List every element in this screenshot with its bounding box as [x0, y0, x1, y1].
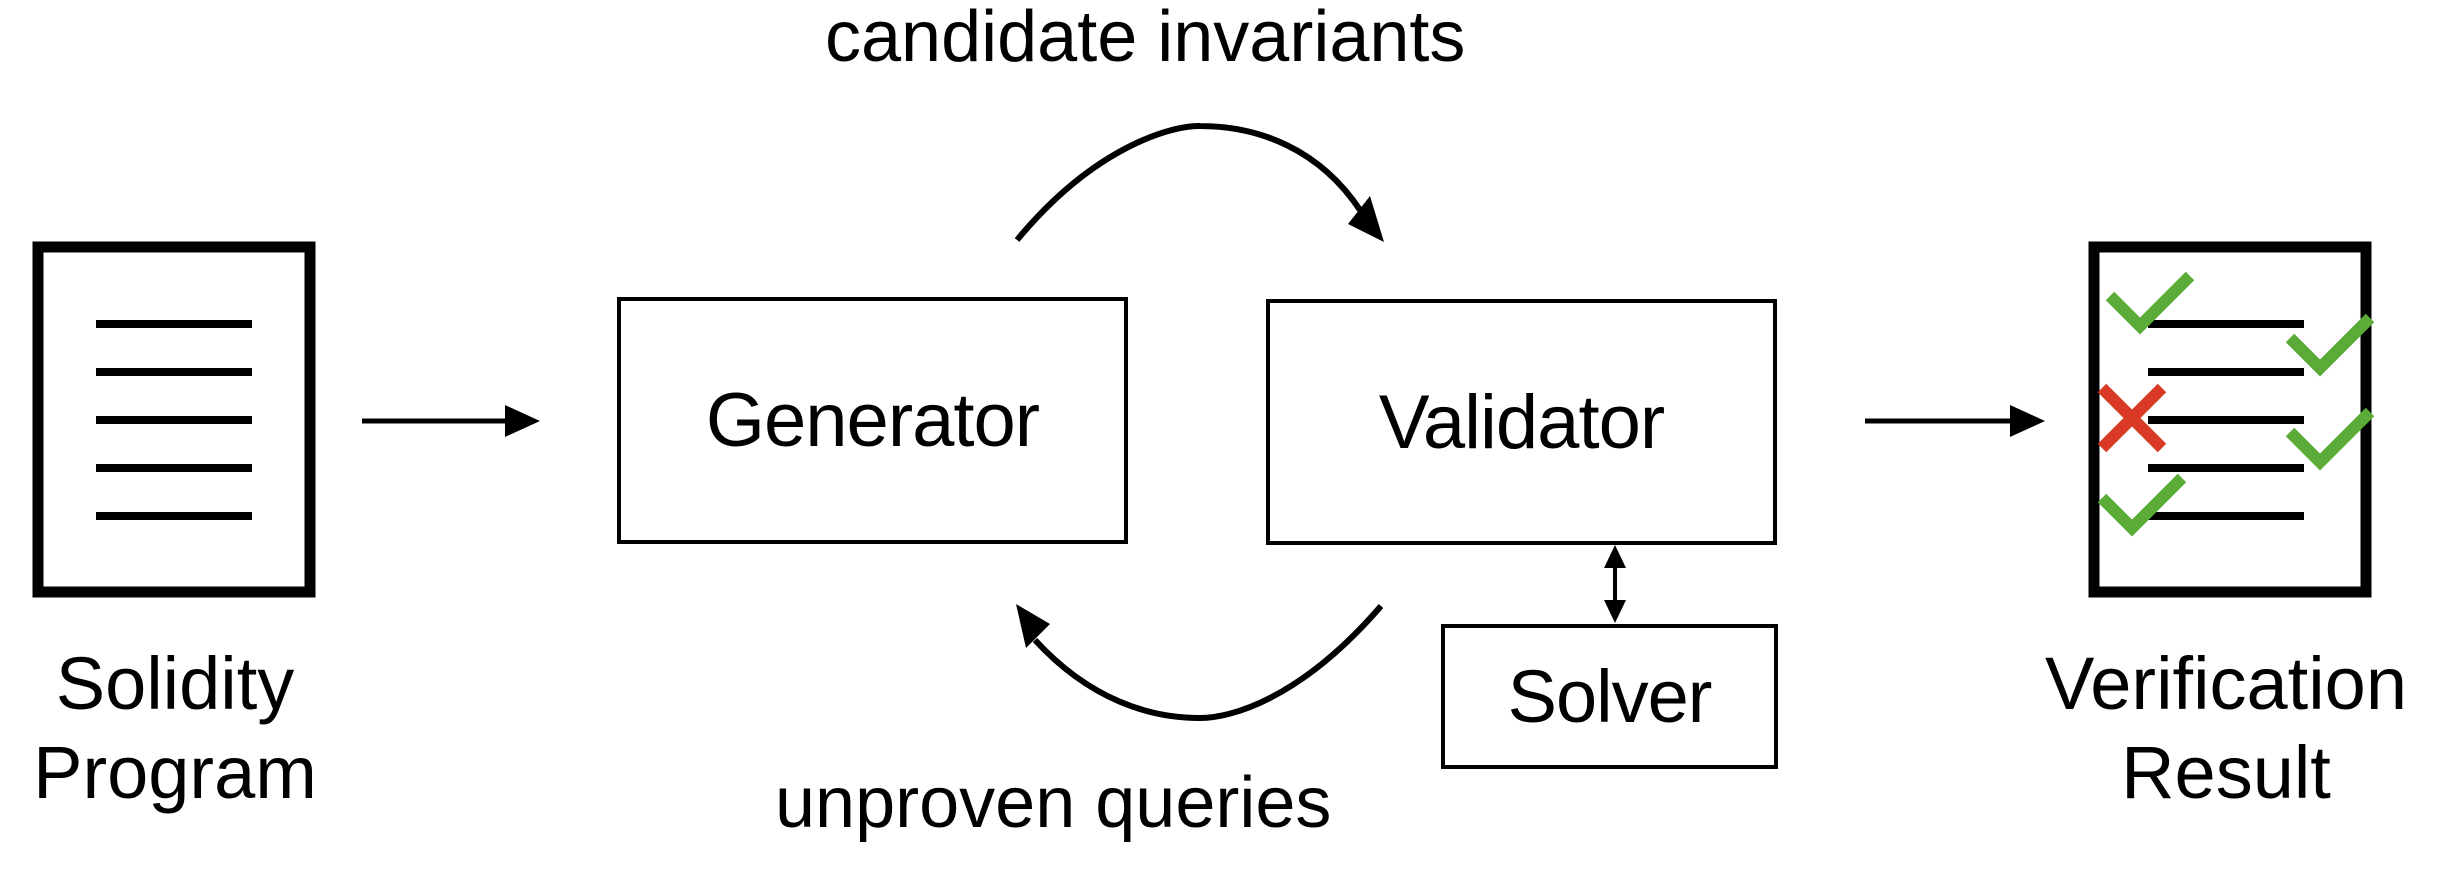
input-label-line1: Solidity	[55, 642, 295, 725]
input-label: Solidity Program	[0, 640, 350, 818]
check-icon	[2285, 313, 2375, 377]
check-icon	[2097, 473, 2187, 537]
generator-label: Generator	[705, 378, 1040, 463]
validator-solver-arrow	[1604, 545, 1626, 623]
check-icon	[2285, 407, 2375, 471]
input-label-line2: Program	[33, 730, 317, 814]
candidate-invariants-label: candidate invariants	[825, 0, 1466, 77]
source-document-icon	[32, 241, 316, 598]
output-label-line1: Verification	[2045, 642, 2407, 725]
input-arrow	[362, 405, 540, 437]
output-label-line2: Result	[2121, 730, 2331, 814]
candidate-invariants-arrow	[1014, 122, 1384, 242]
output-arrow	[1865, 405, 2045, 437]
result-marks	[2097, 271, 2375, 537]
check-icon	[2105, 271, 2195, 335]
unproven-queries-label: unproven queries	[775, 763, 1332, 843]
validator-box: Validator	[1266, 299, 1777, 545]
unproven-queries-arrow	[1016, 604, 1384, 722]
cross-icon	[2097, 383, 2167, 453]
output-label: Verification Result	[2014, 640, 2438, 818]
validator-label: Validator	[1378, 379, 1665, 465]
solver-label: Solver	[1507, 655, 1713, 738]
generator-box: Generator	[617, 297, 1128, 544]
solver-box: Solver	[1441, 624, 1778, 769]
